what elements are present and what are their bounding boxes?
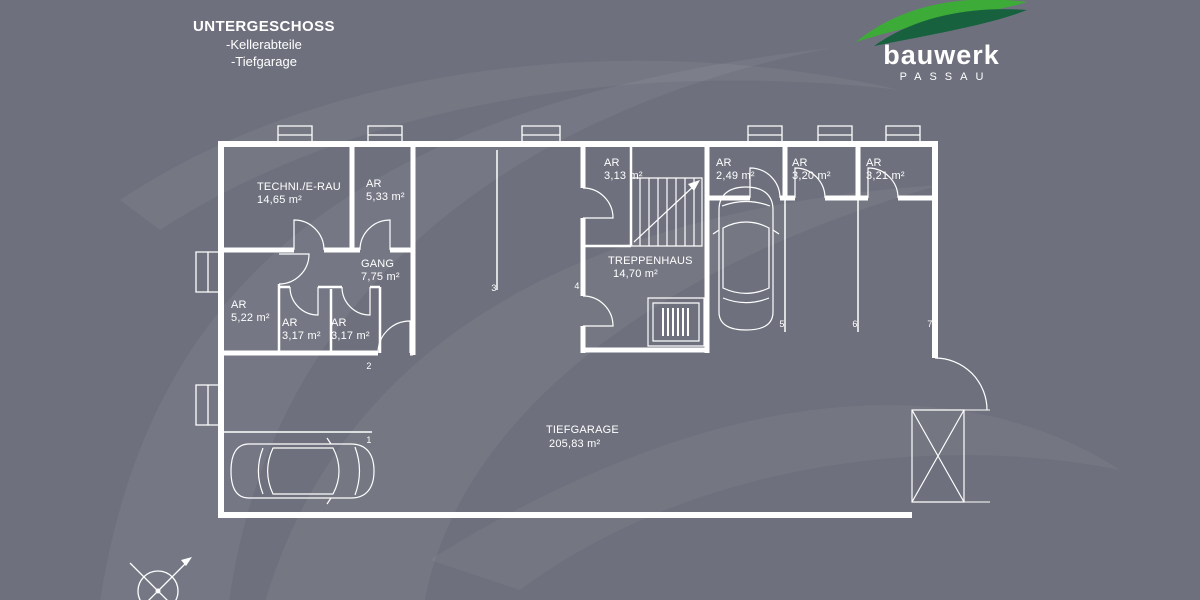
door-swings <box>278 167 899 354</box>
room-area-ar-317b: 3,17 m² <box>331 330 370 342</box>
parking-number: 1 <box>366 435 371 445</box>
room-label-ar-313: AR <box>604 157 620 169</box>
plan-subtitle-tiefgarage: -Tiefgarage <box>230 54 297 69</box>
room-label-tiefgarage: TIEFGARAGE <box>546 424 619 436</box>
walls <box>218 141 938 518</box>
compass-circle <box>137 570 179 600</box>
elevator-outline <box>647 297 705 347</box>
door-swing <box>582 295 614 327</box>
door-swing <box>749 167 781 199</box>
compass-center-dot <box>155 588 161 594</box>
elevator-bars <box>662 308 689 336</box>
room-label-gang: GANG <box>361 258 394 270</box>
elevator <box>647 297 705 347</box>
room-area-gang: 7,75 m² <box>361 271 400 283</box>
room-area-treppenhaus: 14,70 m² <box>613 268 658 280</box>
room-label-ar-533: AR <box>366 178 382 190</box>
room-label-ar-522: AR <box>231 299 247 311</box>
logo-swoosh-icon <box>856 0 1027 46</box>
stairs-direction-line <box>633 183 697 243</box>
door-swing <box>278 253 310 285</box>
plan-subtitle-kellerabteile: -Kellerabteile <box>226 37 302 52</box>
door-swing <box>293 219 325 251</box>
room-area-techni: 14,65 m² <box>257 194 302 206</box>
background-swoosh <box>265 185 940 600</box>
compass-icon <box>129 559 190 600</box>
room-area-ar-249: 2,49 m² <box>716 170 755 182</box>
parking-number: 6 <box>852 319 857 329</box>
room-area-ar-321: 3,21 m² <box>866 170 905 182</box>
window-symbol <box>195 251 222 293</box>
door-swing <box>794 167 826 199</box>
room-area-ar-533: 5,33 m² <box>366 191 405 203</box>
door-swing <box>582 187 614 219</box>
plan-title: UNTERGESCHOSS <box>193 18 335 35</box>
background-swoosh <box>430 405 1120 590</box>
door-swing <box>341 286 371 316</box>
stairs <box>630 177 703 247</box>
room-label-techni: TECHNI./E-RAU <box>257 181 341 193</box>
garage-ramp <box>911 409 990 503</box>
stairs-steps <box>639 178 695 246</box>
window-symbol <box>277 125 313 145</box>
room-labels: TECHNI./E-RAU 14,65 m² AR 5,33 m² GANG 7… <box>231 157 905 450</box>
logo-city-text: PASSAU <box>899 71 992 83</box>
window-symbol <box>747 125 783 145</box>
room-area-ar-317a: 3,17 m² <box>282 330 321 342</box>
ramp-guides <box>964 409 990 503</box>
room-label-ar-317b: AR <box>331 317 347 329</box>
parking-number: 4 <box>574 281 579 291</box>
plan-title-block: UNTERGESCHOSS -Kellerabteile -Tiefgarage <box>193 17 335 70</box>
window-symbol <box>817 125 853 145</box>
room-area-ar-320: 3,20 m² <box>792 170 831 182</box>
parking-number: 5 <box>779 319 784 329</box>
window-symbol <box>195 384 222 426</box>
stairs-arrow-icon <box>688 180 700 191</box>
logo-swoosh-dark <box>874 9 1027 46</box>
parking-number: 3 <box>491 283 496 293</box>
door-swing <box>289 286 319 316</box>
window-symbol <box>367 125 403 145</box>
ramp-cross <box>911 409 965 503</box>
door-swing <box>867 167 899 199</box>
compass-arrow-icon <box>181 557 192 566</box>
windows <box>195 125 921 426</box>
room-area-tiefgarage: 205,83 m² <box>549 438 600 450</box>
parking-number: 7 <box>927 319 932 329</box>
room-area-ar-313: 3,13 m² <box>604 170 643 182</box>
room-label-treppenhaus: TREPPENHAUS <box>608 255 693 267</box>
room-label-ar-321: AR <box>866 157 882 169</box>
stairs-outline <box>630 177 703 247</box>
room-label-ar-249: AR <box>716 157 732 169</box>
room-label-ar-317a: AR <box>282 317 298 329</box>
door-swing <box>377 320 411 354</box>
elevator-inner <box>652 302 700 342</box>
company-logo: bauwerk PASSAU <box>854 0 1029 83</box>
parking-number: 2 <box>366 361 371 371</box>
logo-brand-text: bauwerk <box>883 40 1000 70</box>
window-symbol <box>885 125 921 145</box>
background-swoosh <box>100 48 830 600</box>
window-symbol <box>521 125 561 145</box>
room-label-ar-320: AR <box>792 157 808 169</box>
room-area-ar-522: 5,22 m² <box>231 312 270 324</box>
door-swing <box>359 219 391 251</box>
parking-numbers: 1 2 3 4 5 6 7 <box>366 281 932 445</box>
garage-gate-arc <box>934 357 988 411</box>
